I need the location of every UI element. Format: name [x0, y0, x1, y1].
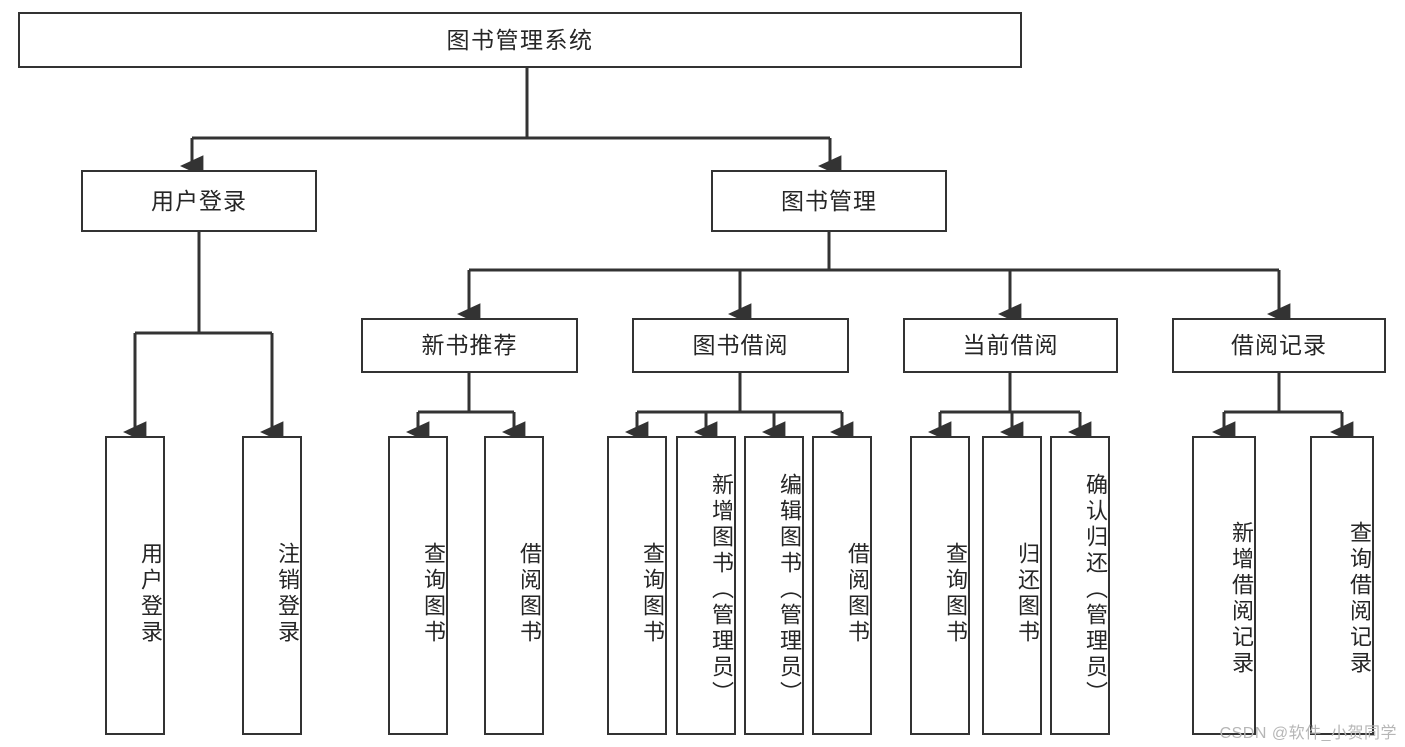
- node-book-manage-label: 图书管理: [781, 187, 877, 214]
- node-leaf-add-book[interactable]: 新增图书（管理员）: [676, 436, 736, 735]
- node-current-borrow[interactable]: 当前借阅: [903, 318, 1118, 373]
- node-leaf-query-book-a[interactable]: 查询图书: [388, 436, 448, 735]
- node-leaf-query-record[interactable]: 查询借阅记录: [1310, 436, 1374, 735]
- node-leaf-borrow-book-b[interactable]: 借阅图书: [812, 436, 872, 735]
- node-book-borrow-label: 图书借阅: [692, 332, 789, 359]
- node-leaf-user-login-label: 用户登录: [138, 541, 163, 646]
- node-user-login-label: 用户登录: [151, 187, 247, 214]
- node-leaf-user-login[interactable]: 用户登录: [105, 436, 165, 735]
- node-leaf-query-book-c[interactable]: 查询图书: [910, 436, 970, 735]
- node-leaf-borrow-book-a-label: 借阅图书: [517, 541, 542, 646]
- node-user-login[interactable]: 用户登录: [81, 170, 317, 232]
- node-new-book-rec[interactable]: 新书推荐: [361, 318, 578, 373]
- node-borrow-record[interactable]: 借阅记录: [1172, 318, 1386, 373]
- node-leaf-borrow-book-a[interactable]: 借阅图书: [484, 436, 544, 735]
- node-leaf-edit-book-label: 编辑图书（管理员）: [777, 472, 802, 707]
- node-book-manage[interactable]: 图书管理: [711, 170, 947, 232]
- node-leaf-confirm-return[interactable]: 确认归还（管理员）: [1050, 436, 1110, 735]
- node-leaf-return-book-label: 归还图书: [1015, 541, 1040, 646]
- node-leaf-query-book-c-label: 查询图书: [943, 541, 968, 646]
- node-leaf-query-book-b[interactable]: 查询图书: [607, 436, 667, 735]
- node-leaf-add-record[interactable]: 新增借阅记录: [1192, 436, 1256, 735]
- csdn-watermark: CSDN @软件_小贺同学: [1219, 725, 1397, 742]
- node-leaf-confirm-return-label: 确认归还（管理员）: [1083, 472, 1108, 707]
- node-leaf-query-book-b-label: 查询图书: [640, 541, 665, 646]
- node-leaf-borrow-book-b-label: 借阅图书: [845, 541, 870, 646]
- node-root-system[interactable]: 图书管理系统: [18, 12, 1022, 68]
- node-leaf-edit-book[interactable]: 编辑图书（管理员）: [744, 436, 804, 735]
- node-new-book-rec-label: 新书推荐: [421, 332, 518, 359]
- node-leaf-add-record-label: 新增借阅记录: [1229, 520, 1254, 677]
- node-root-system-label: 图书管理系统: [446, 26, 594, 53]
- node-borrow-record-label: 借阅记录: [1231, 332, 1327, 359]
- node-leaf-add-book-label: 新增图书（管理员）: [709, 472, 734, 707]
- node-leaf-logout[interactable]: 注销登录: [242, 436, 302, 735]
- node-book-borrow[interactable]: 图书借阅: [632, 318, 849, 373]
- node-leaf-query-book-a-label: 查询图书: [421, 541, 446, 646]
- node-leaf-query-record-label: 查询借阅记录: [1347, 520, 1372, 677]
- node-current-borrow-label: 当前借阅: [962, 332, 1059, 359]
- node-leaf-logout-label: 注销登录: [275, 541, 300, 646]
- node-leaf-return-book[interactable]: 归还图书: [982, 436, 1042, 735]
